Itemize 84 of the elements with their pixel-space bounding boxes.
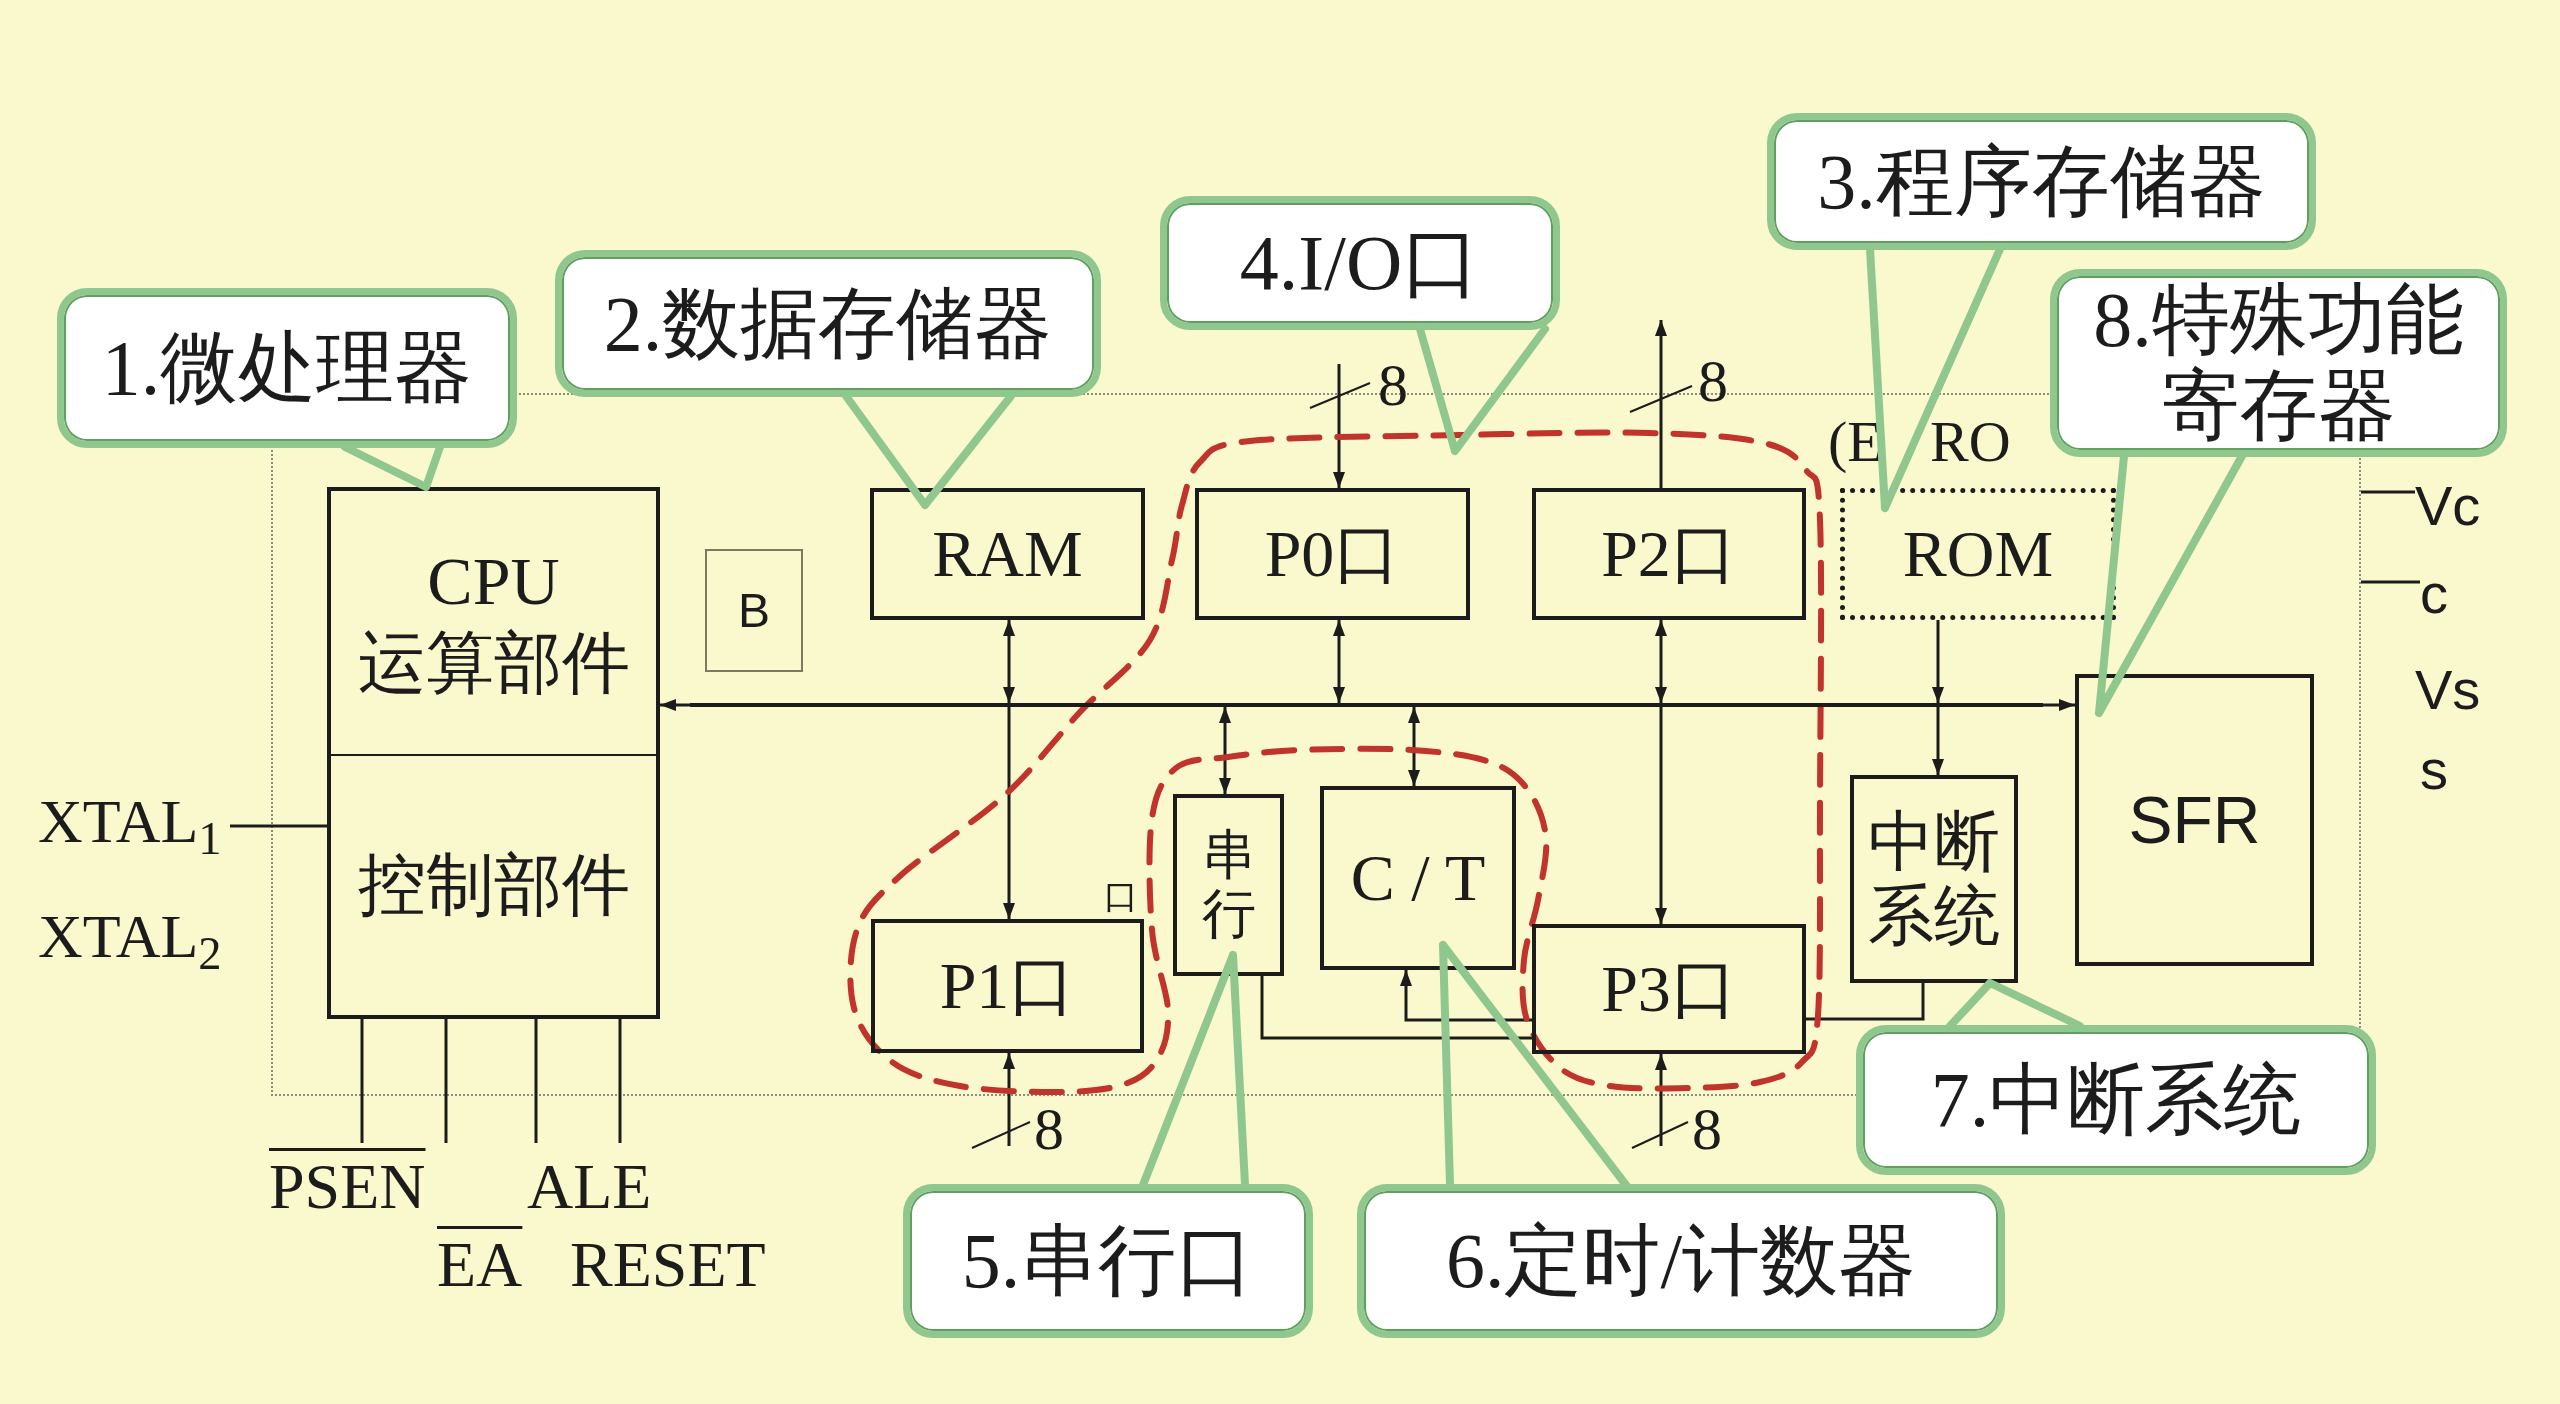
module-label: P1口 bbox=[939, 949, 1076, 1023]
module-box bbox=[870, 488, 1145, 620]
arrow bbox=[1932, 707, 1944, 775]
register-box bbox=[2075, 674, 2314, 966]
arrow bbox=[1333, 364, 1345, 488]
arrow bbox=[1219, 707, 1231, 794]
arrow bbox=[1003, 620, 1015, 703]
pin-line bbox=[2361, 490, 2415, 494]
pin-label: EA bbox=[437, 1228, 523, 1302]
callout-bubble bbox=[2050, 269, 2507, 457]
pin-line bbox=[534, 1019, 538, 1143]
register-label: SFR bbox=[2128, 787, 2261, 853]
callout-text: 5.串行口 bbox=[961, 1218, 1255, 1304]
pin-line bbox=[618, 1019, 622, 1143]
pin-label: XTAL$_{1}$ bbox=[38, 790, 230, 860]
module-label: P2口 bbox=[1601, 517, 1737, 591]
register-label: B bbox=[738, 586, 770, 635]
module-box bbox=[1532, 488, 1806, 620]
module-box bbox=[1532, 924, 1806, 1054]
memory-type-label: (E bbox=[1828, 410, 1883, 474]
cpu-label: CPU 运算部件 bbox=[356, 541, 631, 703]
pin-line bbox=[2361, 580, 2420, 584]
memory-type-label: RO bbox=[1930, 410, 2011, 474]
callout-bubble bbox=[57, 288, 517, 448]
connector-line bbox=[1260, 976, 1532, 1040]
connector-line bbox=[1806, 983, 1925, 1021]
module-label: RAM bbox=[932, 517, 1083, 591]
bus-width-label: 8 bbox=[1034, 1096, 1064, 1162]
module-label: 串行 bbox=[1201, 825, 1256, 945]
register-box bbox=[705, 549, 803, 672]
module-box bbox=[871, 919, 1144, 1053]
pin-label: RESET bbox=[570, 1228, 766, 1302]
pin-label: ALE bbox=[527, 1150, 652, 1224]
module-label: 中断系统 bbox=[1867, 805, 2001, 953]
callout-bubble bbox=[903, 1184, 1313, 1338]
module-box bbox=[1850, 775, 2018, 983]
arrow bbox=[1003, 707, 1015, 919]
callout-text: 3.程序存储器 bbox=[1817, 138, 2266, 225]
callout-bubble bbox=[1767, 113, 2316, 250]
arrow bbox=[1932, 620, 1944, 703]
module-label: ROM bbox=[1902, 517, 2054, 591]
pin-line bbox=[230, 824, 327, 828]
arrow bbox=[1400, 970, 1532, 1022]
pin-label: s bbox=[2420, 742, 2448, 798]
callout-bubble bbox=[1160, 196, 1560, 330]
cpu-label: 控制部件 bbox=[357, 845, 630, 925]
pin-label: Vc bbox=[2415, 478, 2481, 534]
memory-box bbox=[1840, 488, 2116, 620]
module-label: P3口 bbox=[1601, 952, 1737, 1026]
arrow bbox=[1333, 620, 1345, 703]
pin-label: PSEN bbox=[269, 1150, 426, 1224]
port-label: 口 bbox=[1104, 880, 1138, 914]
callout-bubble bbox=[1357, 1184, 2005, 1338]
callout-bubble bbox=[555, 250, 1101, 397]
module-box bbox=[1320, 786, 1516, 970]
bus-width-label: 8 bbox=[1692, 1096, 1722, 1162]
module-label: C / T bbox=[1350, 841, 1486, 915]
module-box bbox=[1173, 794, 1284, 976]
module-label: P0口 bbox=[1264, 517, 1401, 591]
arrow bbox=[660, 699, 690, 711]
pin-label: Vs bbox=[2415, 662, 2481, 718]
arrow bbox=[2043, 699, 2075, 711]
callout-text: 1.微处理器 bbox=[101, 325, 473, 411]
callout-bubble bbox=[1856, 1025, 2376, 1175]
pin-line bbox=[360, 1019, 364, 1143]
arrow bbox=[1655, 1054, 1667, 1146]
callout-text: 7.中断系统 bbox=[1930, 1057, 2302, 1143]
pin-label: c bbox=[2420, 566, 2450, 622]
arrow bbox=[1655, 320, 1667, 488]
module-box bbox=[1195, 488, 1470, 620]
callout-text: 8.特殊功能寄存器 bbox=[2092, 277, 2465, 449]
arrow bbox=[1003, 1053, 1015, 1146]
pin-label: XTAL$_{2}$ bbox=[38, 905, 222, 967]
pin-line bbox=[444, 1019, 448, 1143]
arrow bbox=[1655, 707, 1667, 924]
bus-width-label: 8 bbox=[1698, 348, 1728, 414]
arrow bbox=[1408, 707, 1420, 786]
bus-width-label: 8 bbox=[1378, 352, 1408, 418]
callout-text: 6.定时/计数器 bbox=[1445, 1218, 1917, 1304]
callout-text: 4.I/O口 bbox=[1239, 220, 1481, 306]
cpu-section bbox=[327, 756, 660, 1019]
arrow bbox=[1655, 620, 1667, 703]
cpu-section bbox=[327, 487, 660, 756]
callout-text: 2.数据存储器 bbox=[603, 280, 1053, 367]
